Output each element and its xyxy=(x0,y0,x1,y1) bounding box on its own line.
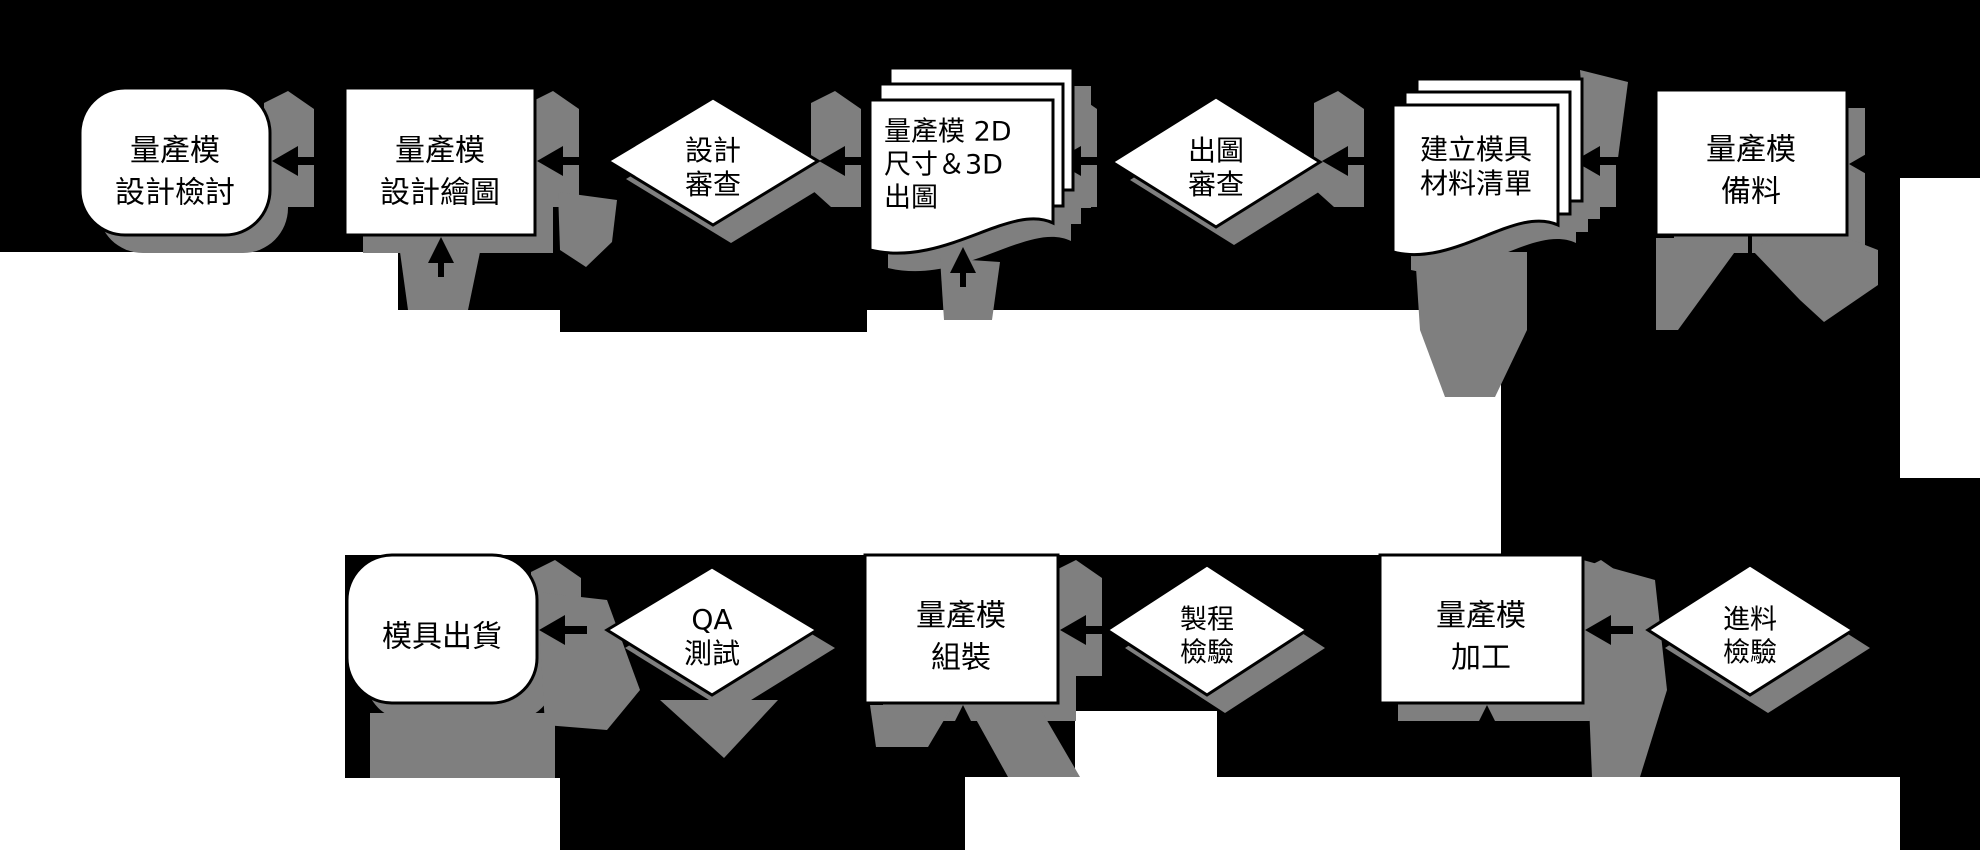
arrowhead-up-into-design-drawing xyxy=(428,237,454,277)
mold-shipment-shape xyxy=(345,553,539,705)
node-qa-test: QA 測試 xyxy=(604,565,820,697)
node-design-check: 設計 審查 xyxy=(605,96,821,227)
shadow-wedge-under-assembly-right xyxy=(968,705,1080,777)
shadow-wedge-right-of-shipment xyxy=(537,592,640,730)
node-drawing-output-doc: 量產模 2D 尺寸＆3D 出圖 xyxy=(868,66,1075,255)
design-drawing-label-line2: 設計繪圖 xyxy=(380,176,500,211)
design-drawing-shape xyxy=(343,86,537,237)
node-material-prepare: 量產模 備料 xyxy=(1654,88,1849,237)
arrow-shadow-gap-2 xyxy=(529,91,579,207)
arrowhead-into-mold-assembly xyxy=(1060,615,1108,645)
material-prepare-shape xyxy=(1654,88,1849,237)
mold-assembly-label-line1: 量產模 xyxy=(916,599,1006,634)
node-mold-assembly: 量產模 組裝 xyxy=(863,553,1060,705)
arrowhead-into-mold-machining xyxy=(1585,615,1633,645)
drawing-output-doc-label-line3: 出圖 xyxy=(884,183,938,214)
arrowhead-into-design-review-start xyxy=(272,146,320,176)
design-review-start-shape xyxy=(78,86,272,237)
node-mold-machining: 量產模 加工 xyxy=(1378,553,1585,705)
design-review-start-label-line2: 設計檢討 xyxy=(115,176,235,211)
design-check-label-line2: 審查 xyxy=(685,168,741,201)
incoming-inspection-label-line2: 檢驗 xyxy=(1723,638,1777,669)
drawing-output-doc-shape xyxy=(868,98,1055,255)
mold-machining-label-line2: 加工 xyxy=(1451,641,1511,676)
shadow-wedge-under-doc2 xyxy=(1415,252,1527,397)
shadow-wedge-doc2-to-prepare xyxy=(1580,70,1628,158)
qa-test-shape xyxy=(604,565,820,697)
arrowhead-into-mold-shipment xyxy=(539,615,587,645)
material-prepare-label-line1: 量產模 xyxy=(1706,133,1796,168)
process-inspection-shape xyxy=(1104,563,1310,697)
shadow-wedge-under-qa xyxy=(660,700,778,758)
material-list-doc-label-line1: 建立模具 xyxy=(1420,133,1532,166)
incoming-inspection-label-line1: 進料 xyxy=(1723,605,1777,636)
shadow-wedge-prepare-right xyxy=(1752,238,1878,322)
arrowhead-up-into-doc1 xyxy=(950,247,976,287)
shadow-wedge-under-doc1 xyxy=(940,258,1000,320)
node-process-inspection: 製程 檢驗 xyxy=(1104,563,1310,697)
arrow-shadow-gap-8 xyxy=(1052,560,1102,676)
arrow-layer xyxy=(272,146,1893,745)
arrowhead-into-doc2-right xyxy=(1574,146,1622,176)
mold-assembly-shape xyxy=(863,553,1060,705)
design-review-start-label-line1: 量產模 xyxy=(130,134,220,169)
node-layer: 量產模 設計檢討 量產模 設計繪圖 設計 審查 量產模 2D 尺寸＆3D 出圖 … xyxy=(78,66,1856,705)
arrowhead-up-into-mold-machining xyxy=(1474,705,1500,745)
drawing-check-shape xyxy=(1109,95,1323,229)
shadow-wedge-under-assembly-left xyxy=(870,705,953,747)
white-background-regions xyxy=(0,178,1980,850)
mold-shipment-label: 模具出貨 xyxy=(382,620,502,655)
design-check-label-line1: 設計 xyxy=(685,134,741,167)
white-band-middle xyxy=(0,252,1501,850)
qa-test-label-line1: QA xyxy=(691,603,732,636)
shadow-wedge-below-design-check xyxy=(558,192,617,267)
drawing-output-doc-label-line2: 尺寸＆3D xyxy=(884,150,1003,181)
drawing-check-label-line1: 出圖 xyxy=(1188,134,1244,167)
arrowhead-into-drawing-check-right xyxy=(1322,146,1370,176)
process-inspection-label-line1: 製程 xyxy=(1180,605,1234,636)
node-design-drawing: 量產模 設計繪圖 xyxy=(343,86,537,237)
white-strip-c xyxy=(345,778,560,850)
material-prepare-label-line2: 備料 xyxy=(1721,175,1781,210)
shadow-wedge-under-design-drawing xyxy=(400,252,480,310)
connector-prepare-to-incoming xyxy=(1748,236,1752,302)
incoming-inspection-shape xyxy=(1645,563,1856,697)
white-strip-b xyxy=(965,777,1900,850)
drawing-output-doc-label-line1: 量產模 2D xyxy=(884,117,1012,148)
shadow-block-under-shipment xyxy=(370,713,555,778)
qa-test-label-line2: 測試 xyxy=(684,637,740,670)
design-check-shape xyxy=(605,96,821,227)
arrow-shadow-gap-1 xyxy=(264,91,314,207)
design-drawing-label-line1: 量產模 xyxy=(395,134,485,169)
arrowhead-into-material-prepare-right xyxy=(1849,149,1893,179)
arrowhead-into-design-check-right xyxy=(819,146,867,176)
node-drawing-check: 出圖 審查 xyxy=(1109,95,1323,229)
mold-assembly-label-line2: 組裝 xyxy=(931,641,991,676)
material-list-doc-shape xyxy=(1391,103,1560,257)
mold-machining-label-line1: 量產模 xyxy=(1436,599,1526,634)
arrowhead-into-design-drawing-right xyxy=(537,146,585,176)
node-incoming-inspection: 進料 檢驗 xyxy=(1645,563,1856,697)
shadow-wedge-prepare-left xyxy=(1656,238,1745,330)
shadow-wedge-right-of-machining xyxy=(1583,560,1667,777)
arrow-shadow-gap-5 xyxy=(1314,91,1364,207)
drawing-check-label-line2: 審查 xyxy=(1188,168,1244,201)
material-list-doc-label-line2: 材料清單 xyxy=(1420,167,1532,200)
node-material-list-doc: 建立模具 材料清單 xyxy=(1391,77,1584,257)
process-inspection-label-line2: 檢驗 xyxy=(1180,638,1234,669)
arrow-shadow-gap-3 xyxy=(811,91,861,207)
node-design-review-start: 量產模 設計檢討 xyxy=(78,86,272,237)
arrowhead-up-into-mold-assembly xyxy=(950,705,976,745)
mold-machining-shape xyxy=(1378,553,1585,705)
white-strip-a xyxy=(1075,711,1217,777)
node-mold-shipment: 模具出貨 xyxy=(345,553,539,705)
white-right-column xyxy=(1900,178,1980,478)
